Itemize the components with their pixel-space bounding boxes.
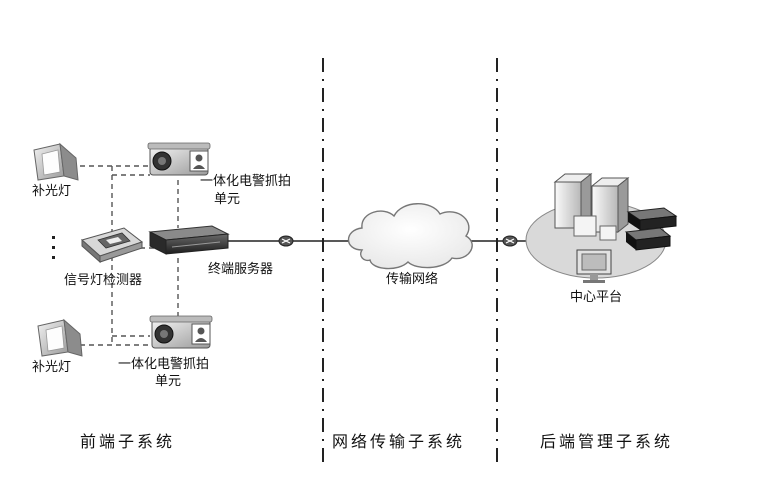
- network-label: 传输网络: [386, 272, 439, 287]
- camera-unit-label: 一体化电警抓拍: [200, 174, 292, 189]
- terminal-server-label: 终端服务器: [208, 262, 274, 277]
- camera-icon: [147, 142, 211, 176]
- fill-light-label: 补光灯: [32, 360, 72, 375]
- data-center-icon: [525, 172, 678, 283]
- section-title-front: 前端子系统: [80, 432, 176, 451]
- cloud-icon: [347, 203, 473, 270]
- router-icon: [502, 235, 518, 247]
- router-icon: [278, 235, 294, 247]
- section-title-backend: 后端管理子系统: [540, 432, 674, 451]
- camera-icon: [149, 315, 213, 349]
- camera-unit-label: 一体化电警抓拍: [118, 357, 210, 372]
- floodlight-icon: [33, 142, 79, 181]
- front-dashed-links: [80, 165, 179, 346]
- center-platform-label: 中心平台: [570, 290, 623, 305]
- terminal-server-icon: [148, 225, 230, 255]
- signal-detector-label: 信号灯检测器: [64, 273, 143, 288]
- section-title-network: 网络传输子系统: [332, 432, 466, 451]
- floodlight-icon: [37, 318, 83, 357]
- camera-unit-label: 单元: [155, 374, 182, 389]
- camera-unit-label: 单元: [214, 192, 241, 207]
- more-devices-dots: [52, 236, 55, 259]
- signal-detector-icon: [80, 227, 144, 264]
- fill-light-label: 补光灯: [32, 184, 72, 199]
